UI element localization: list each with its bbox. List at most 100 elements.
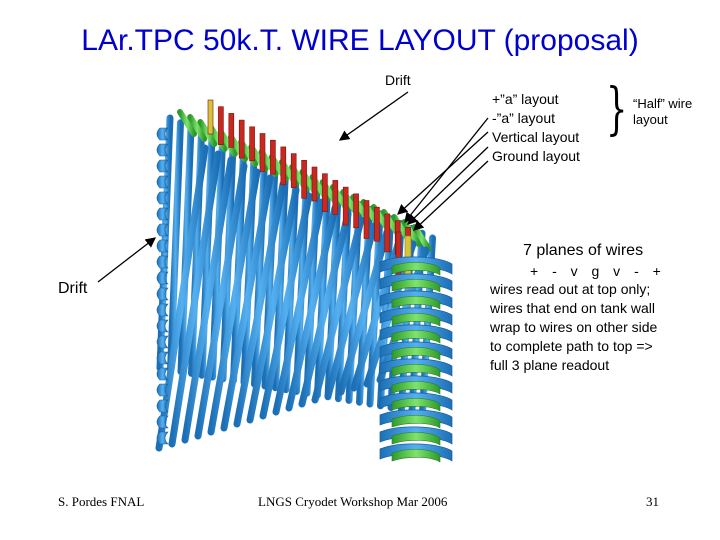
half-wire-line2: layout [633,112,668,127]
red-vertical-wire [332,180,339,215]
green-wrap-ring [391,330,441,344]
red-vertical-wire [311,166,318,202]
arrow-icon [97,237,157,283]
desc-line: wires read out at top only; [490,281,651,297]
red-vertical-wire [280,146,287,186]
blue-edge-wrap [156,287,169,301]
half-wire-line1: “Half” wire [633,96,693,111]
drift-label-left: Drift [58,280,88,297]
plane-sequence: + - v g v - + [530,263,666,279]
green-wrap-ring [391,449,441,463]
arrow-icon [413,160,489,231]
blue-edge-wrap [156,415,169,429]
red-vertical-wire [207,99,214,135]
red-vertical-wire [301,160,307,199]
planes-heading: 7 planes of wires [523,242,644,259]
blue-front-wire [220,174,274,432]
layout-minus-a: -”a” layout [492,110,556,126]
green-wire [401,219,422,247]
green-wire [197,119,218,147]
blue-back-wire [324,191,342,401]
blue-front-wire [298,210,352,408]
red-vertical-wire [238,119,245,159]
red-vertical-wire [228,113,235,148]
arrow-icon [338,91,409,141]
arrow-icon [397,131,489,215]
blue-edge-wrap [156,351,169,365]
blue-edge-wrap [156,431,169,445]
blue-edge-wrap [156,303,169,317]
slide-title: LAr.TPC 50k.T. WIRE LAYOUT (proposal) [81,24,639,57]
footer-author: S. Pordes FNAL [58,494,145,509]
desc-line: full 3 plane readout [490,357,610,373]
green-wire [177,109,197,137]
red-vertical-wire [249,126,255,162]
green-wire [187,114,208,142]
blue-front-wire [181,156,235,444]
green-wrap-ring [391,432,441,446]
red-vertical-wire [270,139,276,175]
blue-edge-wrap [156,239,169,253]
blue-back-wire [167,119,184,374]
red-vertical-wire [218,106,224,145]
footer-page-number: 31 [646,494,659,509]
blue-edge-wrap [156,367,169,381]
red-vertical-wire [259,133,266,172]
green-wrap-ring [391,313,441,327]
blue-edge-wrap [156,191,169,205]
blue-edge-wrap [156,383,169,397]
blue-edge-wrap [156,223,169,237]
blue-front-wire [207,168,261,436]
blue-front-wire [337,228,391,396]
readout-description: wires read out at top only; wires that e… [490,280,715,375]
blue-edge-wrap [156,271,169,285]
red-vertical-wire [353,193,359,229]
layout-plus-a: +”a” layout [492,91,559,107]
green-wrap-ring [391,262,441,276]
green-wrap-ring [391,279,441,293]
blue-front-wire [233,180,287,428]
red-vertical-wire [374,206,380,242]
drift-label-top: Drift [385,72,411,88]
pointer-arrows [97,91,489,283]
blue-edge-wrap [156,127,169,141]
desc-line: wires that end on tank wall [490,300,655,316]
wire-planes [155,99,453,463]
blue-back-wire [314,186,331,399]
arrow-icon [407,146,489,225]
layout-ground: Ground layout [492,148,580,164]
blue-front-wire [285,204,339,412]
half-wire-note: “Half” wire layout [633,96,713,128]
green-wrap-ring [391,398,441,412]
blue-front-wire [259,192,313,420]
blue-front-wire [168,150,222,448]
footer-event: LNGS Cryodet Workshop Mar 2006 [258,494,448,509]
blue-edge-wrap [156,335,169,349]
blue-front-wire [311,216,365,404]
blue-front-wire [246,186,300,424]
blue-edge-wrap [156,207,169,221]
blue-edge-wrap [156,159,169,173]
desc-line: wrap to wires on other side [490,319,658,335]
blue-front-wire [324,222,378,400]
blue-front-wire [155,144,209,452]
brace-icon: } [606,77,628,142]
blue-edge-wrap [156,399,169,413]
green-wrap-ring [391,381,441,395]
blue-edge-wrap [156,175,169,189]
red-vertical-wire [363,200,370,239]
red-vertical-wire [290,153,297,188]
blue-edge-wrap [156,255,169,269]
green-wrap-ring [391,415,441,429]
layout-list: +”a” layout -”a” layout Vertical layout … [492,90,580,166]
blue-edge-wrap [156,319,169,333]
blue-front-wire [272,198,326,416]
blue-front-wire [194,162,248,440]
layout-vertical: Vertical layout [492,129,580,145]
green-wrap-ring [391,296,441,310]
desc-line: to complete path to top => [490,338,653,354]
green-wrap-ring [391,347,441,361]
green-wrap-ring [391,364,441,378]
red-vertical-wire [322,173,328,212]
